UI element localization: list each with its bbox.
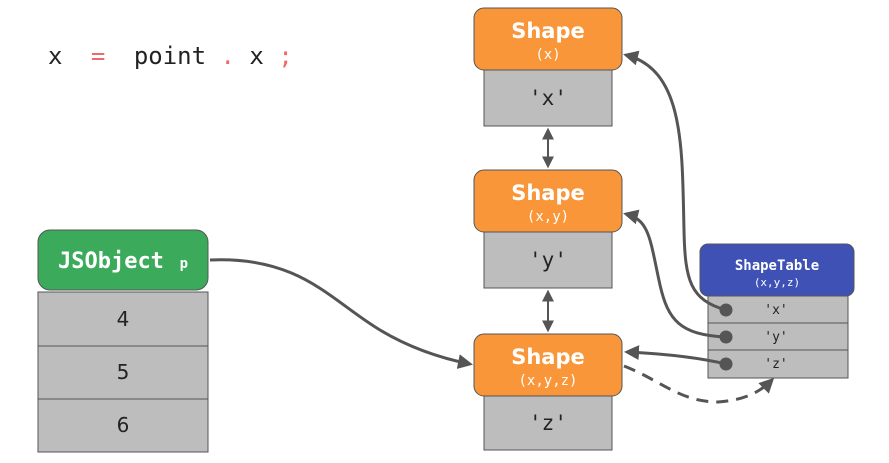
arrow-table-z-to-shape-xyz	[624, 345, 727, 366]
jsobject-value-1: 4	[117, 307, 130, 331]
shape-x-key: 'x'	[529, 86, 567, 110]
shape-xyz: Shape (x,y,z) 'z'	[473, 333, 623, 451]
shape-xyz-title: Shape	[511, 345, 585, 369]
arrow-table-x-to-shape-x	[623, 50, 727, 312]
shape-x-key-cell	[483, 67, 613, 127]
shape-x-title: Shape	[511, 19, 585, 43]
jsobject-cell-2	[37, 345, 209, 400]
jsobject-cell-1	[37, 291, 209, 347]
code-eq: =	[91, 42, 105, 70]
code-dot: .	[221, 42, 235, 70]
shape-xyz-header	[473, 333, 623, 397]
shape-x-header	[473, 7, 623, 71]
jsobject-suffix: p	[180, 256, 188, 272]
shape-x-props: (x)	[535, 47, 560, 63]
arrow-shape-xyz-to-table-dashed	[623, 364, 775, 404]
shape-xy-header	[473, 169, 623, 233]
jsobject-value-3: 6	[117, 413, 130, 437]
shape-xyz-key: 'z'	[529, 411, 567, 435]
shape-table-title: ShapeTable	[735, 258, 819, 274]
code-prop: x	[249, 42, 263, 70]
shape-xyz-props: (x,y,z)	[518, 373, 577, 389]
shape-table-header	[699, 243, 855, 297]
shape-x: Shape (x) 'x'	[473, 7, 623, 127]
jsobject-value-2: 5	[117, 360, 130, 384]
arrow-jsobject-to-shape-xyz	[209, 258, 473, 369]
shape-xyz-key-cell	[483, 393, 613, 451]
code-semi: ;	[278, 42, 292, 70]
svg-text:x = point .: x = point . x ;	[48, 42, 293, 70]
shape-table: ShapeTable (x,y,z) 'x' 'y' 'z'	[699, 243, 855, 379]
arrow-table-y-to-shape-xy	[623, 209, 727, 339]
shape-xy-title: Shape	[511, 181, 585, 205]
jsobject: JSObject p 4 5 6	[37, 229, 209, 453]
shape-xy-props: (x,y)	[527, 209, 569, 225]
jsobject-title-text: JSObject p	[58, 249, 188, 274]
shape-table-key-y: 'y'	[764, 330, 787, 345]
code-var: x	[48, 42, 62, 70]
jsobject-header	[37, 229, 209, 291]
shape-xy-key: 'y'	[529, 248, 567, 272]
shape-table-props: (x,y,z)	[754, 276, 800, 289]
shape-xy-key-cell	[483, 229, 613, 289]
jsobject-title: JSObject	[58, 249, 164, 274]
shape-xy: Shape (x,y) 'y'	[473, 169, 623, 289]
jsobject-cell-3	[37, 398, 209, 453]
code-line: x = point . x ;	[48, 42, 293, 70]
shape-table-key-z: 'z'	[764, 357, 787, 372]
shape-table-key-x: 'x'	[764, 303, 787, 318]
code-obj: point	[134, 42, 206, 70]
